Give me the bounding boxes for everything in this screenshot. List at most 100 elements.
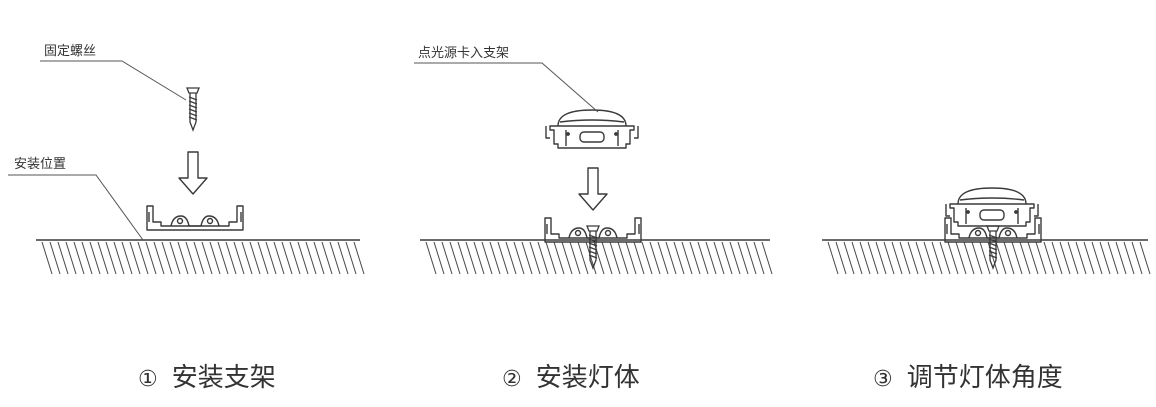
hatch-line [185, 241, 197, 275]
hatch-line [425, 241, 437, 275]
hatch-line [281, 241, 293, 275]
hatch-line [137, 241, 149, 275]
hatch-line [1019, 241, 1031, 275]
hatch-line [121, 241, 133, 275]
hatch-line [489, 241, 501, 275]
hatch-line [1123, 241, 1135, 275]
step2-lamp-leader [414, 62, 599, 113]
step2-number: ② [502, 367, 522, 392]
step3-number: ③ [873, 367, 893, 392]
hatch-line [657, 241, 669, 275]
hatch-line [1027, 241, 1039, 275]
hatch-line [609, 241, 621, 275]
hatch-line [465, 241, 477, 275]
hatch-line [233, 241, 245, 275]
hatch-line [705, 241, 717, 275]
hatch-line [713, 241, 725, 275]
hatch-line [665, 241, 677, 275]
hatch-line [529, 241, 541, 275]
ground-hatch-3 [822, 239, 1151, 275]
hatch-line [449, 241, 461, 275]
step3-lamp-icon [945, 187, 1039, 227]
step1-caption-text: 安装支架 [171, 363, 276, 393]
hatch-line [721, 241, 733, 275]
hatch-line [649, 241, 661, 275]
hatch-line [553, 241, 565, 275]
step1-caption: ① 安装支架 [138, 362, 276, 396]
hatch-line [169, 241, 181, 275]
hatch-line [97, 241, 109, 275]
hatch-line [859, 241, 871, 275]
hatch-line [113, 241, 125, 275]
hatch-line [1011, 241, 1023, 275]
hatch-line [883, 241, 895, 275]
hatch-line [497, 241, 509, 275]
hatch-line [1003, 241, 1015, 275]
step2-caption: ② 安装灯体 [502, 362, 640, 396]
hatch-line [1083, 241, 1095, 275]
hatch-line [49, 241, 61, 275]
step1-number: ① [138, 367, 158, 392]
hatch-line [481, 241, 493, 275]
hatch-line [153, 241, 165, 275]
hatch-line [353, 241, 365, 275]
hatch-line [923, 241, 935, 275]
hatch-line [673, 241, 685, 275]
hatch-line [585, 241, 597, 275]
hatch-line [105, 241, 117, 275]
step2-bracket-icon [544, 217, 642, 243]
ground-hatch-2 [420, 239, 773, 275]
hatch-line [963, 241, 975, 275]
hatch-line [65, 241, 77, 275]
step2-caption-text: 安装灯体 [535, 363, 640, 393]
hatch-line [641, 241, 653, 275]
hatch-line [329, 241, 341, 275]
hatch-line [843, 241, 855, 275]
hatch-line [625, 241, 637, 275]
hatch-line [265, 241, 277, 275]
hatch-line [201, 241, 213, 275]
step1-arrow-icon [178, 151, 208, 195]
hatch-line [177, 241, 189, 275]
hatch-line [875, 241, 887, 275]
hatch-line [345, 241, 357, 275]
hatch-line [321, 241, 333, 275]
hatch-line [217, 241, 229, 275]
hatch-line [297, 241, 309, 275]
hatch-line [745, 241, 757, 275]
hatch-line [561, 241, 573, 275]
hatch-line [1139, 241, 1151, 275]
hatch-line [569, 241, 581, 275]
hatch-line [241, 241, 253, 275]
hatch-line [41, 241, 53, 275]
hatch-line [289, 241, 301, 275]
hatch-line [433, 241, 445, 275]
hatch-line [441, 241, 453, 275]
hatch-line [931, 241, 943, 275]
hatch-line [729, 241, 741, 275]
hatch-line [273, 241, 285, 275]
hatch-line [145, 241, 157, 275]
hatch-line [521, 241, 533, 275]
hatch-line [851, 241, 863, 275]
hatch-line [939, 241, 951, 275]
hatch-line [257, 241, 269, 275]
hatch-line [1107, 241, 1119, 275]
hatch-line [537, 241, 549, 275]
hatch-line [753, 241, 765, 275]
hatch-line [1075, 241, 1087, 275]
hatch-line [505, 241, 517, 275]
hatch-line [129, 241, 141, 275]
hatch-line [1131, 241, 1143, 275]
hatch-line [697, 241, 709, 275]
hatch-line [193, 241, 205, 275]
hatch-line [1043, 241, 1055, 275]
hatch-line [1091, 241, 1103, 275]
step1-screw-leader [40, 60, 187, 101]
hatch-line [577, 241, 589, 275]
hatch-line [457, 241, 469, 275]
hatch-line [1059, 241, 1071, 275]
hatch-line [947, 241, 959, 275]
